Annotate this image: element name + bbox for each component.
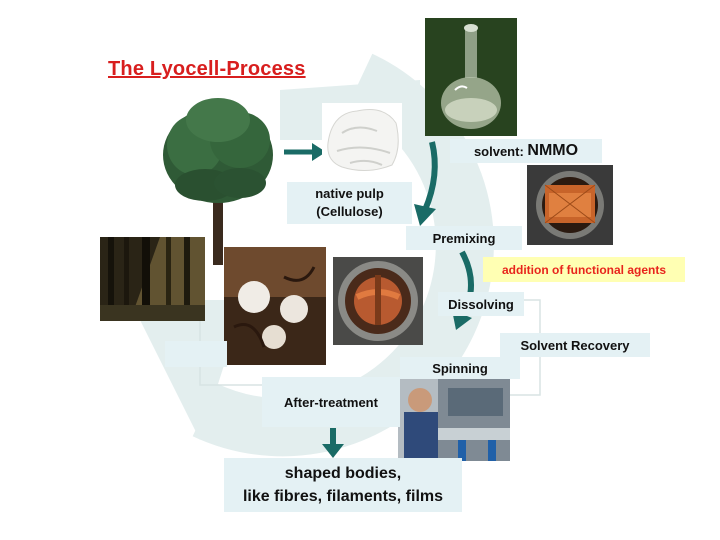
functional-agents-text: addition of functional agents xyxy=(502,262,666,277)
result-label: shaped bodies, like fibres, filaments, f… xyxy=(224,458,462,512)
arrow-down-result-head xyxy=(322,444,344,458)
cellulose-pulp-image xyxy=(322,103,402,175)
arrow-flask-curve-head xyxy=(414,204,436,226)
solvent-name: NMMO xyxy=(527,142,579,159)
premixing-label: Premixing xyxy=(406,226,522,250)
spinning-text: Spinning xyxy=(432,360,488,376)
native-pulp-line1: native pulp xyxy=(315,186,384,201)
premixing-vessel-image xyxy=(527,165,613,245)
solvent-recovery-label: Solvent Recovery xyxy=(500,333,650,357)
arrow-tree-to-pulp-head xyxy=(312,143,326,161)
dissolving-vessel-image xyxy=(333,257,423,345)
solvent-recovery-text: Solvent Recovery xyxy=(520,337,630,353)
cycle-arrow-head xyxy=(130,300,245,440)
solvent-prefix: solvent: xyxy=(473,143,528,159)
spinning-label: Spinning xyxy=(400,357,520,379)
spinning-machine-image xyxy=(398,378,510,461)
page-title: The Lyocell-Process xyxy=(108,58,306,80)
after-treatment-label: After-treatment xyxy=(262,377,400,427)
dissolving-label: Dissolving xyxy=(438,292,524,316)
native-pulp-line2: (Cellulose) xyxy=(316,204,383,219)
result-line1: shaped bodies, xyxy=(284,465,402,482)
functional-agents-label: addition of functional agents xyxy=(483,257,685,282)
native-pulp-label: native pulp (Cellulose) xyxy=(287,182,412,224)
arrow-flask-curve xyxy=(422,141,438,212)
flask-image xyxy=(425,18,517,136)
empty-left-box xyxy=(165,341,227,367)
premixing-text: Premixing xyxy=(432,230,496,246)
tree-image xyxy=(163,98,273,265)
cotton-image xyxy=(224,247,326,365)
forest-image xyxy=(100,237,205,321)
after-treatment-text: After-treatment xyxy=(284,394,378,410)
result-line2: like fibres, filaments, films xyxy=(242,488,444,505)
solvent-label: solvent: NMMO xyxy=(450,139,602,163)
dissolving-text: Dissolving xyxy=(448,296,514,312)
